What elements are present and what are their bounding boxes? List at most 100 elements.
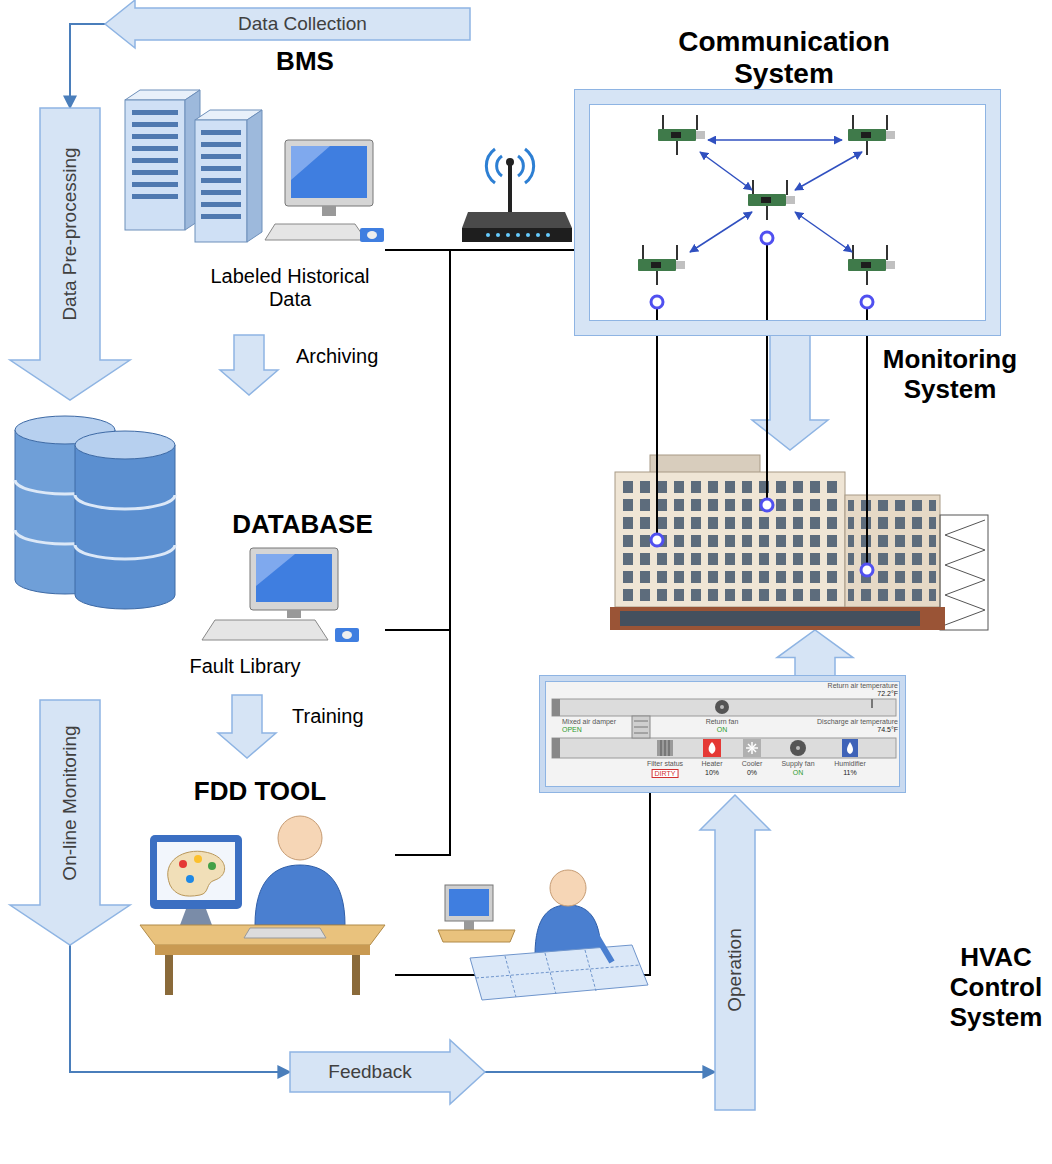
router-icon xyxy=(506,158,514,166)
fdd-user-icon xyxy=(157,842,235,900)
fdd-user-icon xyxy=(140,816,385,995)
flow-link xyxy=(450,1071,715,1073)
database-icon xyxy=(75,495,175,509)
block-arrow xyxy=(752,335,828,450)
server-icon xyxy=(125,100,185,230)
server-icon xyxy=(201,202,241,207)
sensor-wire xyxy=(761,499,773,511)
step-label: Training xyxy=(292,705,412,728)
sensor-wire xyxy=(761,232,773,244)
operator-icon xyxy=(470,945,648,1000)
status-value: 11% xyxy=(843,769,857,777)
arrow-shape xyxy=(700,795,770,1110)
network-link xyxy=(385,250,575,630)
computer-icon xyxy=(367,231,377,239)
building xyxy=(620,478,840,603)
fdd-user-icon xyxy=(140,925,385,945)
building xyxy=(615,472,845,607)
air-handling-unit xyxy=(665,740,666,756)
flow-arrow: Feedback xyxy=(290,1052,450,1092)
database-icon xyxy=(75,545,175,559)
air-handling-unit xyxy=(657,740,673,756)
server-icon xyxy=(201,166,241,171)
air-handling-unit xyxy=(634,727,648,728)
computer-icon xyxy=(322,206,336,216)
sensor-network xyxy=(589,104,986,321)
computer-icon xyxy=(285,140,373,206)
air-handling-unit xyxy=(720,705,724,709)
router-icon xyxy=(496,233,500,237)
fdd-user-icon xyxy=(208,862,216,870)
status-value: 10% xyxy=(705,769,719,777)
arrow-shape xyxy=(105,0,470,48)
air-handling-unit xyxy=(552,738,896,758)
router-icon xyxy=(462,228,572,242)
computer-icon xyxy=(265,224,366,240)
sensor-network xyxy=(848,115,895,155)
air-handling-unit xyxy=(847,742,853,754)
building xyxy=(940,515,988,630)
server-icon xyxy=(132,158,178,163)
flow-arrow: Data Collection xyxy=(135,8,470,40)
sensor-wire xyxy=(861,564,873,576)
server-icon xyxy=(201,154,241,159)
computer-icon xyxy=(256,554,332,602)
station-title: FDD TOOL xyxy=(175,777,345,807)
server-icon xyxy=(132,170,178,175)
fdd-user-icon xyxy=(168,851,225,896)
fdd-user-icon xyxy=(155,945,370,955)
router-icon xyxy=(462,149,572,242)
air-handling-unit xyxy=(709,742,716,754)
operator-icon xyxy=(438,930,515,942)
computer-icon xyxy=(360,228,384,242)
router-icon xyxy=(462,212,572,228)
operator-icon xyxy=(585,950,596,991)
sensor-wire xyxy=(651,534,663,546)
building xyxy=(650,455,760,473)
flow-arrow: Archiving xyxy=(234,335,264,370)
operator-icon xyxy=(545,953,556,994)
operator-icon xyxy=(438,870,648,1000)
air-handling-unit xyxy=(748,744,756,752)
fdd-station: FDD TOOL xyxy=(130,775,395,1000)
status-value: ON xyxy=(793,769,804,777)
building xyxy=(610,455,988,630)
system-title: Communication System xyxy=(664,26,904,90)
operator-icon xyxy=(550,870,586,906)
building xyxy=(845,495,940,607)
database-icon xyxy=(15,416,175,609)
computer-icon xyxy=(202,548,359,642)
operator-icon xyxy=(476,965,640,978)
station-caption: Fault Library xyxy=(155,655,335,678)
building xyxy=(945,520,985,625)
network-panel: Communication System xyxy=(575,90,1000,335)
building: Monitoring System xyxy=(600,450,1000,630)
fdd-user-icon xyxy=(179,860,187,868)
sensor-network xyxy=(658,115,705,155)
router-icon xyxy=(506,233,510,237)
block-arrow xyxy=(777,630,853,676)
fdd-user-icon xyxy=(255,865,345,925)
station-title: BMS xyxy=(250,47,360,77)
fdd-user-icon xyxy=(244,928,326,938)
server-icon xyxy=(132,134,178,139)
operator-icon xyxy=(464,921,474,930)
sensor-wire xyxy=(861,296,873,308)
air-handling-unit xyxy=(669,740,670,756)
server-icon xyxy=(132,146,178,151)
database-icon xyxy=(75,431,175,459)
station-title: DATABASE xyxy=(220,510,385,540)
server-icon xyxy=(125,90,262,242)
air-handling-unit xyxy=(748,744,756,752)
server-icon xyxy=(247,110,262,242)
sensor-network xyxy=(848,245,895,285)
router-icon xyxy=(508,162,512,212)
air-handling-unit xyxy=(552,699,560,716)
operator-icon xyxy=(505,956,516,997)
server-icon xyxy=(132,194,178,199)
sensor-network xyxy=(638,245,685,285)
operator-icon xyxy=(590,925,612,962)
component-label: Heater xyxy=(701,760,722,768)
computer-icon xyxy=(291,146,367,198)
